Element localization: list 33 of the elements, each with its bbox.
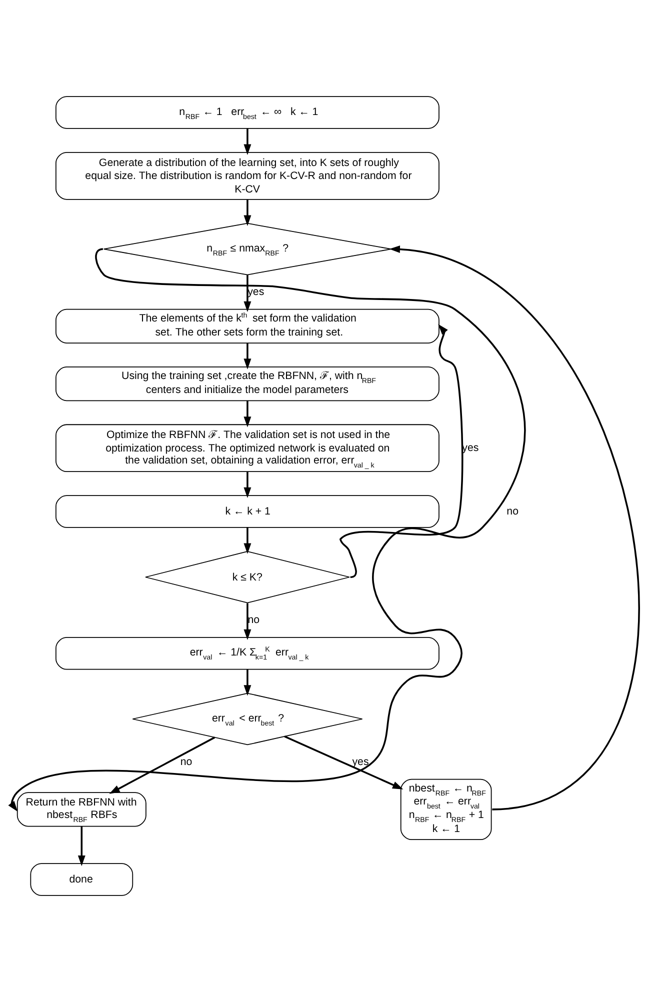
node-box: Return the RBFNN with nbest$_{RBF}$ RBFs	[16, 792, 146, 827]
arrow	[244, 275, 252, 312]
node-box: k ← k + 1	[56, 495, 440, 528]
arrow	[244, 128, 252, 155]
arrow	[244, 669, 252, 696]
node-box: Generate a distribution of the learning set, into K sets of roughly equal size. The distribution is random for K-CV-R and non-random for K-CV	[56, 152, 440, 200]
node-box: Using the training set ,create the RBFNN, ℱ, with n$_{RBF}$ centers and initialize the model parameters	[56, 366, 440, 402]
node-diamond: k ≤ K?	[145, 550, 350, 604]
node-box: nbest$_{RBF}$ ← n$_{RBF}$ err$_{best}$ ← err$_{val}$ n$_{RBF}$ ← n$_{RBF}$ + 1 k ← 1	[400, 778, 492, 840]
edge-label: no	[180, 756, 192, 768]
node-box: The elements of the k$^{th}$ set form the validation set. The other sets form the training set.	[56, 308, 440, 344]
edge-label: yes	[462, 442, 479, 454]
node-diamond: n$_{RBF}$ ≤ nmax$_{RBF}$ ?	[103, 222, 392, 276]
node-box: n$_{RBF}$ ← 1 err$_{best}$ ← ∞ k ← 1	[56, 96, 440, 129]
arrow	[109, 736, 216, 794]
arrow	[244, 603, 252, 640]
arrow	[244, 528, 252, 554]
edge-label: yes	[352, 756, 369, 768]
arrow	[244, 472, 252, 498]
arrow	[244, 343, 252, 370]
node-diamond: err$_{val}$ < err$_{best}$ ?	[132, 692, 363, 746]
node-box: done	[30, 863, 134, 896]
arrow	[284, 736, 404, 790]
node-box: err$_{val}$ ← 1/K Σ$_{k=1}$$^{K}$ err$_{val _ k}$	[56, 636, 440, 670]
arrow	[340, 324, 464, 578]
arrow	[78, 826, 86, 866]
arrow	[244, 200, 252, 226]
edge-label: no	[506, 505, 518, 518]
edge-label: no	[248, 614, 260, 626]
arrow	[244, 400, 252, 428]
node-box: Optimize the RBFNN ℱ. The validation set is not used in the optimization process. The optimized network is evaluated on the validation set, obtaining a validation error, err$_{val _ k}$	[56, 424, 440, 472]
arrow	[389, 246, 640, 810]
arrow	[8, 248, 526, 812]
